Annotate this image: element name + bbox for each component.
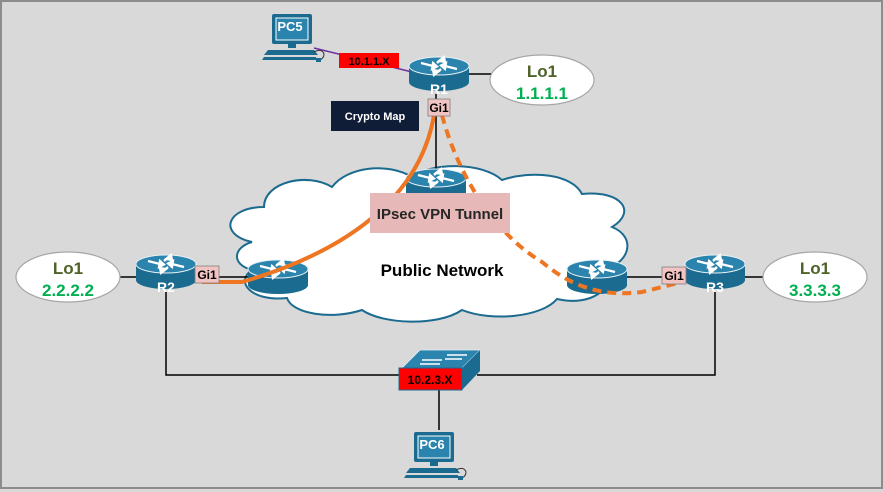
switch[interactable]: 10.2.3.X — [398, 349, 481, 391]
svg-text:Crypto Map: Crypto Map — [345, 111, 406, 123]
pc5[interactable]: PC5 — [261, 13, 325, 63]
interface-r1-gi1: Gi1 — [427, 98, 451, 117]
public-network-cloud — [229, 165, 629, 323]
loopback-r3-ip: 3.3.3.3 — [789, 281, 841, 300]
link-r2-switch — [165, 292, 402, 376]
router-r2[interactable]: R2 — [134, 253, 198, 295]
svg-text:10.1.1.X: 10.1.1.X — [349, 56, 391, 68]
loopback-r1-name: Lo1 — [527, 62, 557, 81]
subnet-switch-label: 10.2.3.X — [408, 373, 453, 387]
router-r2-label: R2 — [157, 279, 175, 295]
public-network-label: Public Network — [381, 261, 504, 280]
pc6[interactable]: PC6 — [403, 431, 467, 481]
ipsec-tunnel-label: IPsec VPN Tunnel — [370, 193, 510, 233]
svg-text:Gi1: Gi1 — [197, 268, 217, 282]
svg-text:Gi1: Gi1 — [429, 101, 449, 115]
switch-side — [462, 350, 480, 390]
loopback-r1-ip: 1.1.1.1 — [516, 84, 568, 103]
links — [119, 73, 765, 430]
router-r1[interactable]: R1 — [407, 55, 471, 97]
router-r3[interactable]: R3 — [683, 253, 747, 295]
loopback-r3-name: Lo1 — [800, 259, 830, 278]
interface-r2-gi1: Gi1 — [194, 265, 220, 284]
subnet-pc5-label: 10.1.1.X — [339, 53, 399, 68]
router-r1-label: R1 — [430, 81, 448, 97]
loopback-r2-name: Lo1 — [53, 259, 83, 278]
switch-front — [398, 367, 463, 391]
ipsec-tunnel-r1-r3 — [440, 114, 683, 296]
switch-arrows-icon — [420, 354, 467, 365]
loopback-r1: Lo1 1.1.1.1 — [489, 54, 595, 106]
link-r3-switch — [477, 292, 716, 376]
interface-r3-gi1: Gi1 — [661, 266, 687, 285]
router-r3-label: R3 — [706, 279, 724, 295]
loopback-r3: Lo1 3.3.3.3 — [762, 251, 868, 303]
svg-text:Gi1: Gi1 — [664, 269, 684, 283]
loopback-r2-ip: 2.2.2.2 — [42, 281, 94, 300]
loopback-r2: Lo1 2.2.2.2 — [15, 251, 121, 303]
crypto-map-label: Crypto Map — [331, 101, 419, 131]
pc6-label: PC6 — [419, 437, 444, 452]
svg-text:IPsec VPN Tunnel: IPsec VPN Tunnel — [377, 206, 503, 223]
pc5-label: PC5 — [277, 19, 302, 34]
